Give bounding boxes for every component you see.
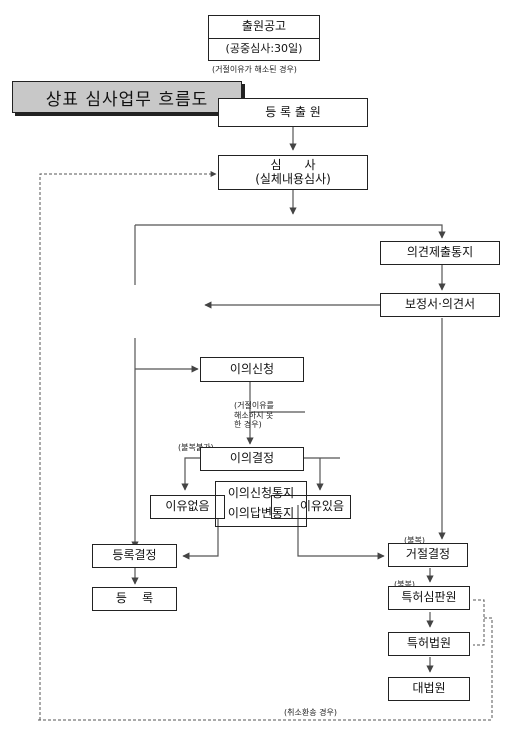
amendment-node: 보정서·의견서 — [380, 293, 500, 317]
note-line-2: 해소하지 못 — [234, 410, 274, 420]
examination-sub-label: (실체내용심사) — [255, 171, 331, 186]
registration-node: 등 록 — [92, 587, 177, 611]
publication-node: 출원공고 (공중심사:30일) — [208, 15, 320, 61]
supreme-court-node: 대법원 — [388, 677, 470, 701]
diagram-title: 상표 심사업무 흐름도 — [12, 81, 242, 113]
patent-court-node: 특허법원 — [388, 632, 470, 656]
note-cancel-return: (취소환송 경우) — [282, 708, 339, 718]
rejection-node: 거절결정 — [388, 543, 468, 567]
opposition-notice-label: 이의신청통지 — [227, 486, 295, 501]
has-reason-node: 이유있음 — [271, 495, 351, 519]
note-reason-resolved: (거절이유가 해소된 경우) — [212, 65, 297, 74]
opposition-period-label: (공중심사:30일) — [225, 42, 303, 56]
note-line-3: 한 경우) — [234, 420, 262, 430]
opposition-notice-node: 이의신청통지 이의답변통지 — [215, 481, 307, 527]
application-node: 등 록 출 원 — [218, 98, 368, 127]
opposition-node: 이의신청 — [200, 357, 304, 382]
trial-node: 특허심판원 — [388, 586, 470, 610]
note-appeal-2: (불복) — [394, 580, 415, 589]
note-reason-not-resolved: (거절이유를 해소하지 못 한 경우) — [234, 401, 274, 430]
note-line-1: (거절이유를 — [234, 401, 274, 410]
opinion-notice-node: 의견제출통지 — [380, 241, 500, 265]
no-reason-node: 이유없음 — [150, 495, 225, 519]
note-no-appeal: (불복불가) — [178, 443, 214, 452]
opposition-reply-label: 이의답변통지 — [227, 506, 295, 520]
publication-label: 출원공고 — [209, 19, 319, 40]
examination-label: 심 사 — [270, 157, 316, 172]
note-appeal-1: (불복) — [404, 536, 425, 545]
examination-node: 심 사 (실체내용심사) — [218, 155, 368, 190]
opposition-decision-node: 이의결정 — [200, 447, 304, 471]
registration-decision-node: 등록결정 — [92, 544, 177, 568]
